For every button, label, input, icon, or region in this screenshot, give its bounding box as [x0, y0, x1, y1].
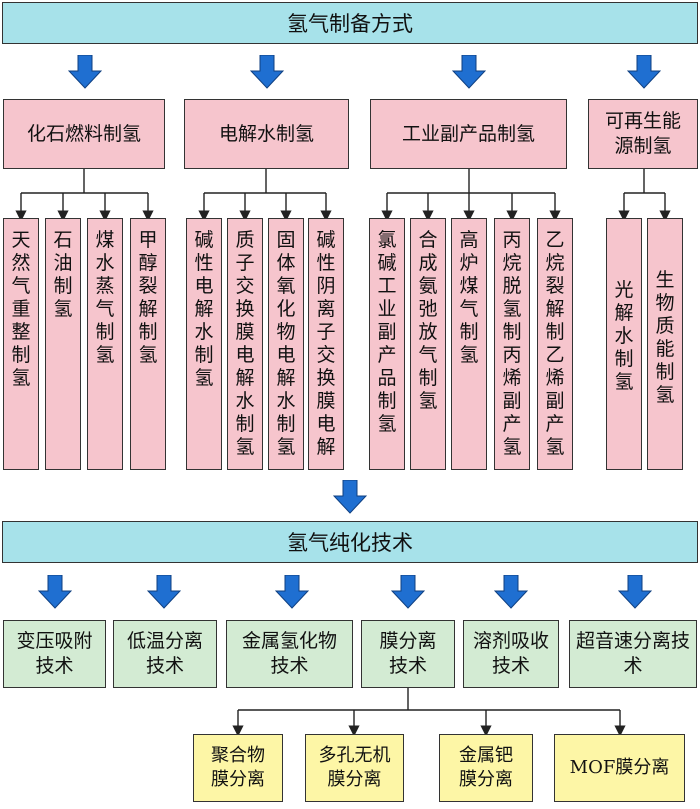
purification-technique: 膜分离技术 — [361, 620, 455, 688]
method-label: 煤水蒸气制氢 — [95, 229, 115, 366]
technique-label: 超音速分离技术 — [576, 630, 691, 677]
purification-technique: 溶剂吸收技术 — [463, 620, 559, 688]
down-arrow-icon — [333, 480, 367, 514]
method-box: 甲醇裂解制氢 — [130, 218, 166, 470]
method-box: 质子交换膜电解水制氢 — [227, 218, 263, 470]
method-label: 甲醇裂解制氢 — [138, 229, 158, 366]
category-fossil-fuel: 化石燃料制氢 — [3, 99, 165, 169]
method-label: 碱性电解水制氢 — [194, 229, 214, 389]
method-box: 煤水蒸气制氢 — [87, 218, 123, 470]
method-label: 质子交换膜电解水制氢 — [235, 229, 255, 458]
method-label: 石油制氢 — [53, 229, 73, 320]
method-label: 碱性阴离子交换膜电解 — [316, 229, 336, 458]
category-label: 可再生能源制氢 — [604, 110, 681, 157]
method-box: 丙烷脱氢制丙烯副产氢 — [494, 218, 530, 470]
category-renewable: 可再生能源制氢 — [588, 99, 698, 169]
down-arrow-icon — [494, 575, 528, 609]
method-box: 乙烷裂解制乙烯副产氢 — [537, 218, 573, 470]
method-label: 天然气重整制氢 — [11, 229, 31, 389]
membrane-type: 金属钯膜分离 — [439, 734, 533, 802]
purification-technique: 超音速分离技术 — [569, 620, 697, 688]
purification-technique: 变压吸附技术 — [3, 620, 106, 688]
method-label: 合成氨弛放气制氢 — [418, 229, 438, 412]
production-title: 氢气制备方式 — [287, 12, 413, 36]
method-label: 乙烷裂解制乙烯副产氢 — [545, 229, 565, 458]
purification-technique: 低温分离技术 — [113, 620, 217, 688]
method-box: 天然气重整制氢 — [3, 218, 39, 470]
method-box: 氯碱工业副产品制氢 — [369, 218, 405, 470]
method-box: 生物质能制氢 — [647, 218, 683, 470]
membrane-label: 金属钯膜分离 — [459, 745, 513, 790]
method-box: 石油制氢 — [45, 218, 81, 470]
membrane-label: 多孔无机膜分离 — [318, 745, 391, 790]
method-label: 生物质能制氢 — [655, 269, 675, 406]
down-arrow-icon — [147, 575, 181, 609]
membrane-type: 聚合物膜分离 — [193, 734, 283, 802]
method-label: 氯碱工业副产品制氢 — [377, 229, 397, 435]
purification-title: 氢气纯化技术 — [287, 531, 413, 555]
category-label: 工业副产品制氢 — [401, 122, 535, 145]
technique-label: 膜分离技术 — [379, 630, 437, 677]
technique-label: 金属氢化物技术 — [241, 630, 337, 677]
down-arrow-icon — [68, 55, 102, 89]
down-arrow-icon — [38, 575, 72, 609]
down-arrow-icon — [250, 55, 284, 89]
down-arrow-icon — [391, 575, 425, 609]
membrane-label: 聚合物膜分离 — [211, 745, 265, 790]
method-box: 碱性电解水制氢 — [186, 218, 222, 470]
membrane-type: MOF膜分离 — [554, 734, 685, 802]
method-box: 光解水制氢 — [606, 218, 642, 470]
category-industrial-byproduct: 工业副产品制氢 — [370, 99, 567, 169]
technique-label: 溶剂吸收技术 — [472, 630, 549, 677]
production-banner: 氢气制备方式 — [2, 2, 698, 44]
method-label: 光解水制氢 — [614, 279, 634, 393]
purification-banner: 氢气纯化技术 — [2, 521, 698, 563]
membrane-type: 多孔无机膜分离 — [305, 734, 404, 802]
method-box: 固体氧化物电解水制氢 — [268, 218, 304, 470]
method-box: 高炉煤气制氢 — [451, 218, 487, 470]
technique-label: 变压吸附技术 — [16, 630, 93, 677]
membrane-label: MOF膜分离 — [569, 757, 670, 778]
method-label: 丙烷脱氢制丙烯副产氢 — [502, 229, 522, 458]
method-label: 高炉煤气制氢 — [459, 229, 479, 366]
down-arrow-icon — [627, 55, 661, 89]
down-arrow-icon — [452, 55, 486, 89]
category-label: 电解水制氢 — [218, 122, 314, 145]
category-label: 化石燃料制氢 — [26, 122, 141, 145]
method-label: 固体氧化物电解水制氢 — [276, 229, 296, 458]
method-box: 碱性阴离子交换膜电解 — [308, 218, 344, 470]
down-arrow-icon — [618, 575, 652, 609]
technique-label: 低温分离技术 — [126, 630, 203, 677]
method-box: 合成氨弛放气制氢 — [410, 218, 446, 470]
purification-technique: 金属氢化物技术 — [226, 620, 353, 688]
category-water-electrolysis: 电解水制氢 — [184, 99, 349, 169]
down-arrow-icon — [275, 575, 309, 609]
